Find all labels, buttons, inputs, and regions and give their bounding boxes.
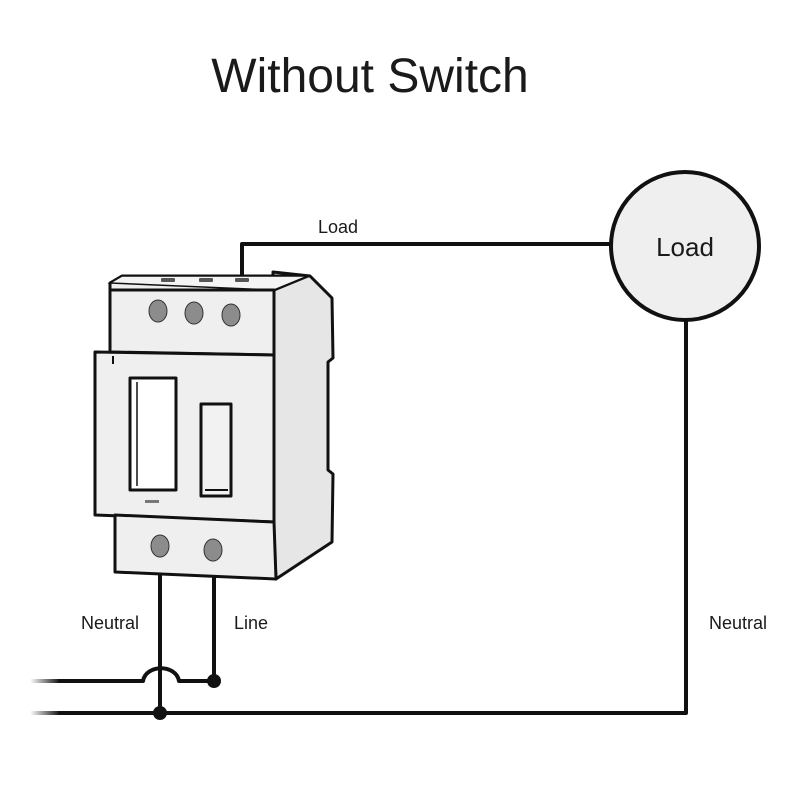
diagram-title: Without Switch [211, 50, 528, 103]
screw-icon [150, 534, 170, 558]
line-feed-wire [58, 666, 214, 683]
din-rail-switch-device [93, 270, 335, 581]
terminal-slot [235, 278, 249, 282]
neutral-return-wire [160, 320, 688, 715]
screw-icon [184, 301, 204, 325]
screw-icon [203, 538, 223, 562]
screw-icon [148, 299, 168, 323]
load-circle: Load [609, 170, 761, 322]
neutral-junction-dot [153, 706, 167, 720]
load-wire [240, 242, 615, 276]
screw-icon [221, 303, 241, 327]
line-junction-dot [207, 674, 221, 688]
line-feed-fade [30, 679, 60, 683]
neutral-left-label: Neutral [81, 613, 139, 633]
line-label: Line [234, 613, 268, 633]
load-circle-label: Load [656, 232, 714, 262]
neutral-feed-fade [30, 711, 60, 715]
switch-marker [145, 500, 159, 503]
terminal-slot [199, 278, 213, 282]
neutral-right-label: Neutral [709, 613, 767, 633]
indicator-window [199, 402, 233, 498]
load-wire-label: Load [318, 217, 358, 237]
terminal-slot [161, 278, 175, 282]
